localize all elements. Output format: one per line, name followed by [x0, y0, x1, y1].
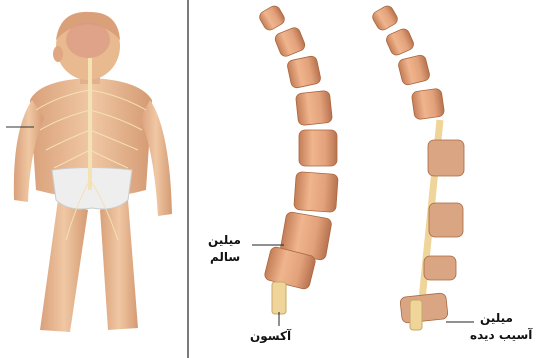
axon-tip-damaged — [410, 300, 422, 330]
myelin-segment — [294, 172, 339, 213]
myelin-segment — [299, 130, 337, 166]
healthy-myelin-label-2: سالم — [210, 250, 240, 264]
damaged-myelin-segment — [429, 203, 463, 237]
left-ear — [53, 46, 63, 62]
axon-label: آکسون — [250, 328, 292, 344]
damaged-myelin-segment — [428, 140, 464, 176]
right-leg — [100, 200, 138, 330]
left-leg — [40, 200, 88, 332]
damaged-nerve-fiber — [370, 4, 464, 323]
myelin-segment — [411, 88, 445, 120]
myelin-segment — [257, 4, 286, 32]
axon-tip-healthy — [272, 282, 286, 314]
healthy-myelin-label-1: میلین — [208, 233, 241, 247]
damaged-myelin-segment — [400, 293, 448, 324]
child-figure — [6, 12, 172, 332]
myelin-segment — [370, 4, 399, 32]
damaged-myelin-segment — [424, 256, 456, 280]
myelin-segment — [286, 55, 321, 89]
myelin-segment — [385, 27, 416, 57]
damaged-myelin-label-2: آسیب دیده — [470, 327, 533, 342]
myelin-segment — [295, 90, 332, 125]
brain — [66, 22, 110, 58]
damaged-myelin-label-1: میلین — [480, 311, 513, 325]
myelin-segment — [397, 54, 430, 86]
healthy-nerve-fiber — [257, 4, 338, 290]
myelin-segment — [273, 26, 306, 58]
